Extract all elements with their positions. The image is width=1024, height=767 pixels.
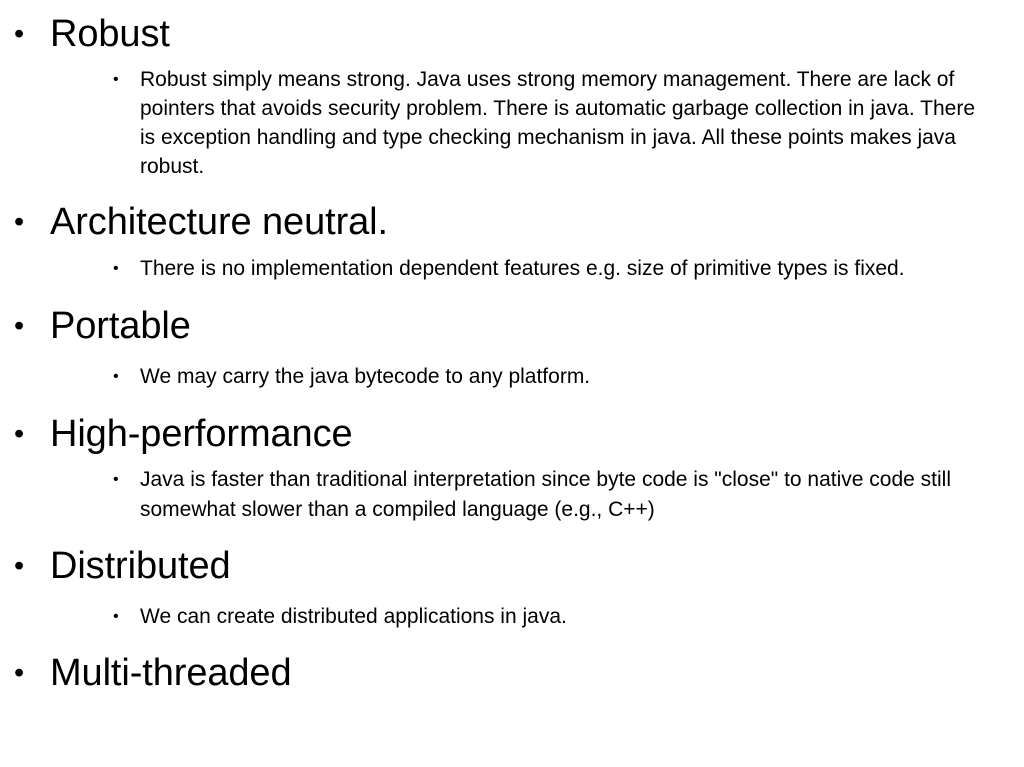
heading-robust-label: Robust: [50, 13, 170, 55]
bullet-marker-level2-icon: •: [113, 607, 119, 625]
heading-distributed-label: Distributed: [50, 544, 231, 587]
heading-architecture-neutral-label: Architecture neutral.: [50, 200, 388, 243]
body-robust: • Robust simply means strong. Java uses …: [0, 65, 1008, 182]
body-distributed-label: We can create distributed applications i…: [140, 604, 567, 628]
bullet-outline: • Robust • Robust simply means strong. J…: [0, 4, 1024, 696]
heading-robust: • Robust: [0, 12, 1024, 57]
body-portable: • We may carry the java bytecode to any …: [0, 362, 1008, 391]
body-architecture-neutral: • There is no implementation dependent f…: [0, 254, 1008, 283]
bullet-marker-level1-icon: •: [14, 309, 25, 342]
bullet-marker-level2-icon: •: [113, 70, 119, 88]
bullet-marker-level2-icon: •: [113, 368, 119, 386]
bullet-marker-level1-icon: •: [14, 18, 25, 50]
body-portable-label: We may carry the java bytecode to any pl…: [140, 365, 591, 389]
heading-multi-threaded: • Multi-threaded: [0, 651, 1024, 696]
bullet-marker-level2-icon: •: [113, 471, 119, 489]
heading-multi-threaded-label: Multi-threaded: [50, 651, 292, 694]
body-distributed: • We can create distributed applications…: [0, 602, 1008, 631]
bullet-group-robust: • Robust • Robust simply means strong. J…: [0, 12, 1024, 182]
bullet-group-architecture-neutral: • Architecture neutral. • There is no im…: [0, 200, 1024, 284]
bullet-marker-level1-icon: •: [14, 205, 25, 238]
body-high-performance: • Java is faster than traditional interp…: [0, 465, 1008, 523]
heading-high-performance: • High-performance: [0, 412, 1024, 457]
body-architecture-neutral-label: There is no implementation dependent fea…: [140, 257, 905, 281]
bullet-marker-level1-icon: •: [14, 417, 25, 450]
heading-portable-label: Portable: [50, 304, 191, 347]
body-robust-label: Robust simply means strong. Java uses st…: [140, 67, 975, 179]
heading-high-performance-label: High-performance: [50, 412, 353, 455]
body-high-performance-label: Java is faster than traditional interpre…: [140, 468, 952, 521]
bullet-marker-level2-icon: •: [113, 260, 119, 278]
bullet-marker-level1-icon: •: [14, 656, 25, 689]
bullet-group-high-performance: • High-performance • Java is faster than…: [0, 412, 1024, 524]
heading-architecture-neutral: • Architecture neutral.: [0, 200, 1024, 245]
heading-portable: • Portable: [0, 304, 1024, 349]
bullet-group-distributed: • Distributed • We can create distribute…: [0, 544, 1024, 631]
bullet-group-multi-threaded: • Multi-threaded: [0, 651, 1024, 696]
bullet-group-portable: • Portable • We may carry the java bytec…: [0, 304, 1024, 392]
bullet-marker-level1-icon: •: [14, 549, 25, 582]
heading-distributed: • Distributed: [0, 544, 1024, 589]
